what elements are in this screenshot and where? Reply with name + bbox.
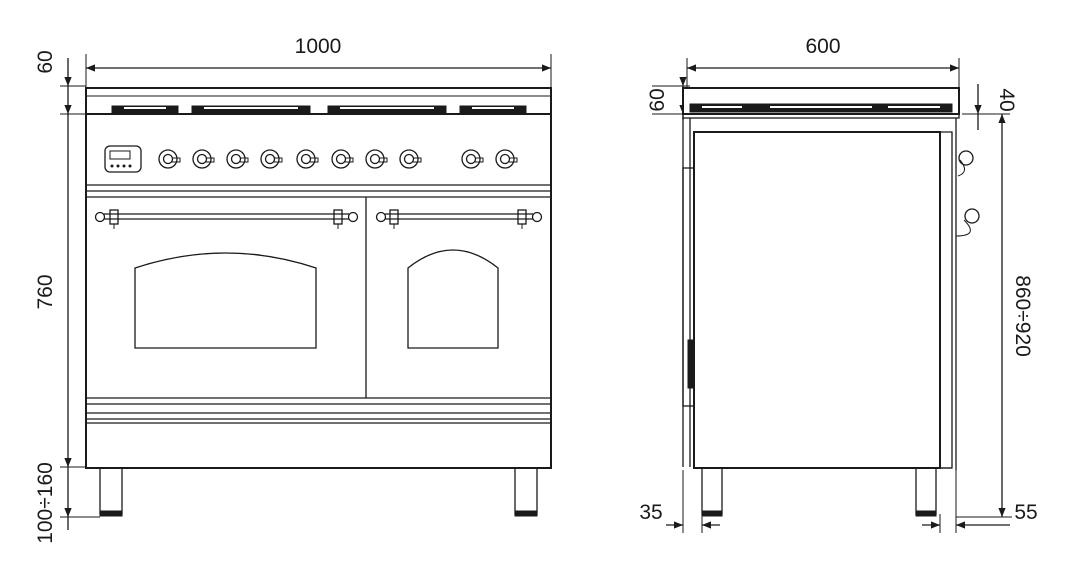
front-view: 1000 60 760 100÷160 bbox=[34, 35, 552, 544]
left-leg-foot bbox=[99, 510, 123, 517]
right-leg bbox=[514, 467, 538, 515]
side-view: 600 60 40 860÷920 bbox=[639, 35, 1038, 533]
right-oven-window bbox=[407, 249, 499, 349]
back-offset-label: 55 bbox=[1014, 501, 1037, 524]
door-profile bbox=[682, 167, 695, 407]
body-height-label: 760 bbox=[34, 274, 57, 309]
left-leg bbox=[99, 467, 123, 515]
right-door-handle bbox=[375, 209, 543, 229]
total-height-label: 860÷920 bbox=[1011, 275, 1034, 357]
side-knob bbox=[964, 208, 980, 224]
side-body bbox=[693, 131, 941, 469]
top-height-label: 60 bbox=[34, 50, 57, 73]
lid-depth-label: 40 bbox=[995, 88, 1018, 111]
side-leg-back bbox=[915, 467, 937, 515]
control-panel bbox=[104, 145, 518, 173]
burner-grates bbox=[111, 105, 527, 115]
left-door-handle bbox=[94, 209, 359, 229]
right-leg-foot bbox=[514, 510, 538, 517]
side-leg-front bbox=[701, 467, 723, 515]
legs-height-label: 100÷160 bbox=[34, 462, 57, 544]
side-knob bbox=[958, 150, 974, 166]
timer-display bbox=[104, 145, 142, 173]
depth-label: 600 bbox=[805, 35, 840, 58]
side-top-height-label: 60 bbox=[646, 88, 669, 111]
front-offset-label: 35 bbox=[639, 501, 662, 524]
left-oven-window bbox=[134, 252, 317, 349]
front-body bbox=[85, 113, 552, 469]
width-label: 1000 bbox=[295, 35, 342, 58]
